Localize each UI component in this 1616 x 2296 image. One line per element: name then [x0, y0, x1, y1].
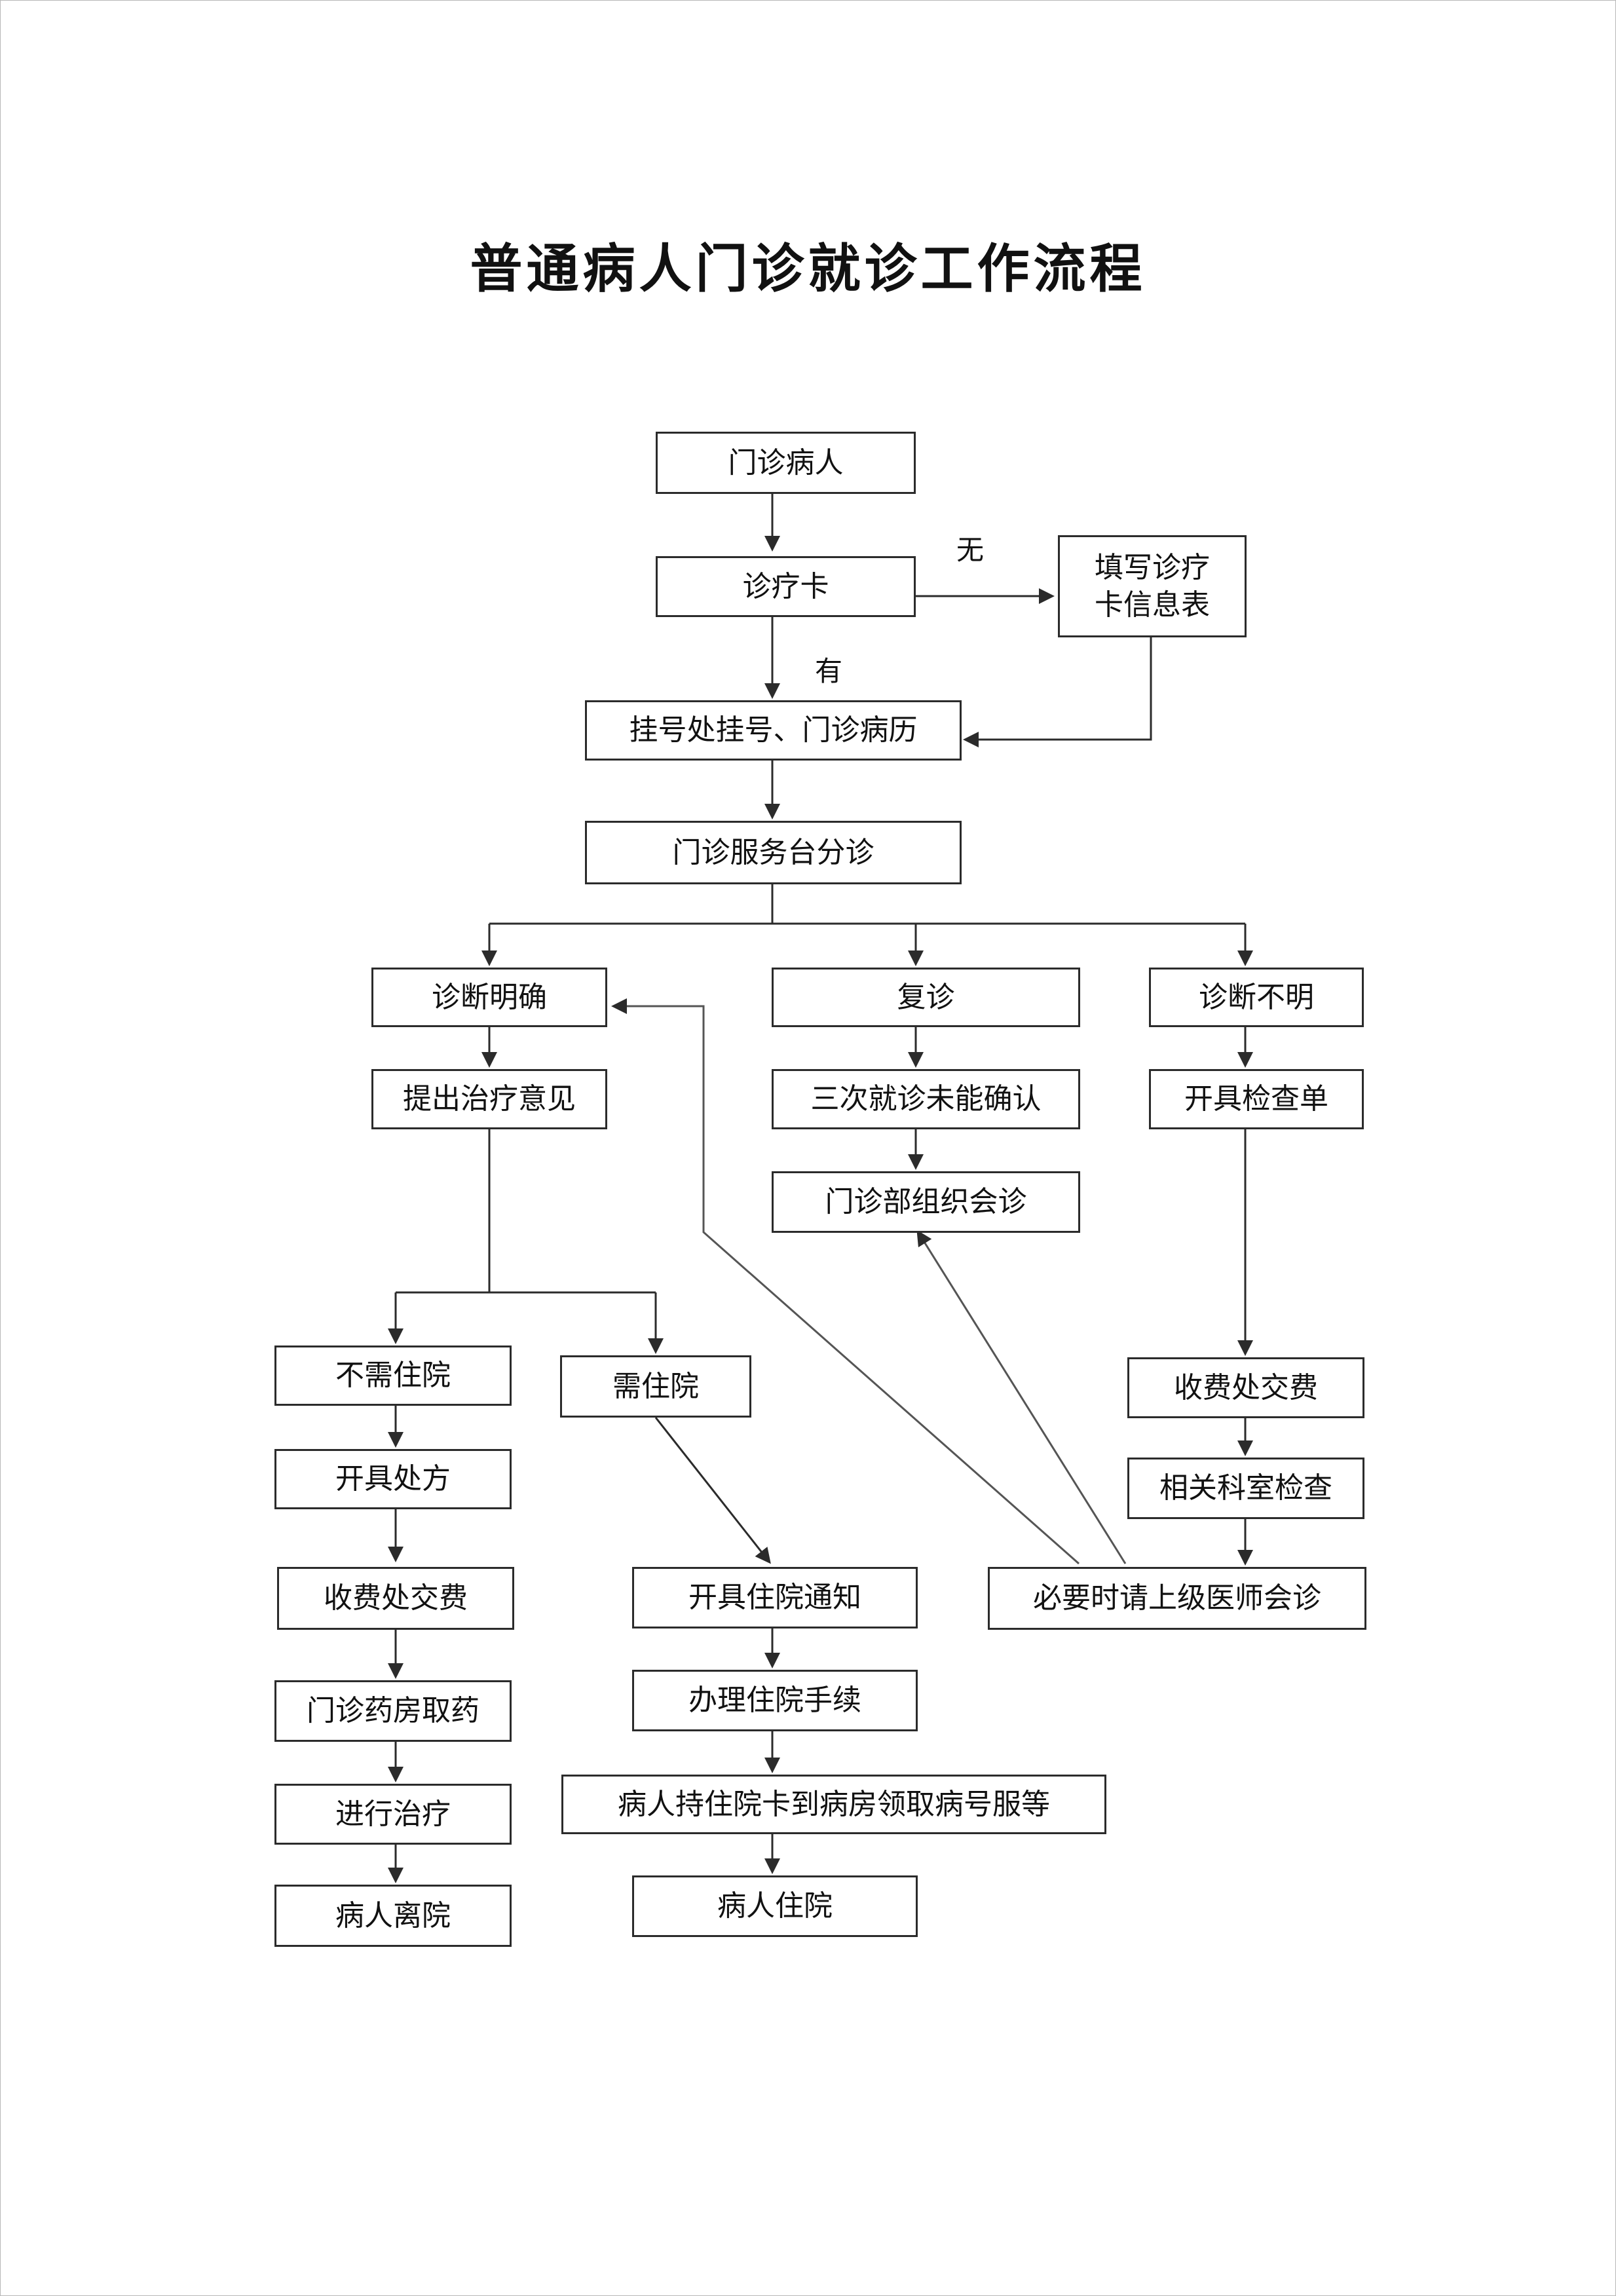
node-related-dept-exam: 相关科室检查 — [1127, 1458, 1364, 1519]
node-ward-uniform: 病人持住院卡到病房领取病号服等 — [561, 1775, 1106, 1834]
node-registration: 挂号处挂号、门诊病历 — [585, 700, 962, 761]
node-diagnosis-unclear: 诊断不明 — [1149, 968, 1364, 1027]
node-need-hospitalization: 需住院 — [560, 1355, 751, 1418]
page-title: 普通病人门诊就诊工作流程 — [470, 238, 1146, 299]
node-admitted: 病人住院 — [632, 1875, 918, 1937]
node-card: 诊疗卡 — [656, 556, 916, 617]
node-rx-payment: 收费处交费 — [277, 1567, 514, 1630]
node-senior-consult: 必要时请上级医师会诊 — [988, 1567, 1366, 1630]
node-pharmacy: 门诊药房取药 — [274, 1680, 512, 1742]
node-three-visits: 三次就诊未能确认 — [772, 1069, 1080, 1129]
node-no-hospitalization: 不需住院 — [274, 1346, 512, 1406]
node-admission-procedure: 办理住院手续 — [632, 1670, 918, 1731]
edge-form-registration — [963, 637, 1152, 747]
node-exam-order: 开具检查单 — [1149, 1069, 1364, 1129]
node-admission-notice: 开具住院通知 — [632, 1567, 918, 1628]
node-revisit: 复诊 — [772, 968, 1080, 1027]
node-service-desk: 门诊服务台分诊 — [585, 821, 962, 884]
node-consultation: 门诊部组织会诊 — [772, 1171, 1080, 1233]
node-exam-payment: 收费处交费 — [1127, 1357, 1364, 1418]
node-outpatient: 门诊病人 — [656, 432, 916, 494]
edge-hosp-notice — [654, 1417, 771, 1564]
node-prescription: 开具处方 — [274, 1449, 512, 1509]
edge-senior-clear — [611, 998, 1080, 1565]
node-discharge: 病人离院 — [274, 1885, 512, 1947]
edge-senior-consultation — [916, 1230, 1127, 1564]
node-treatment-opinion: 提出治疗意见 — [371, 1069, 607, 1129]
node-treatment: 进行治疗 — [274, 1784, 512, 1845]
node-fill-form: 填写诊疗 卡信息表 — [1058, 535, 1247, 637]
edge-label-no-card: 无 — [956, 534, 985, 566]
edge-label-has-card: 有 — [815, 655, 843, 687]
node-diagnosis-clear: 诊断明确 — [371, 968, 607, 1027]
